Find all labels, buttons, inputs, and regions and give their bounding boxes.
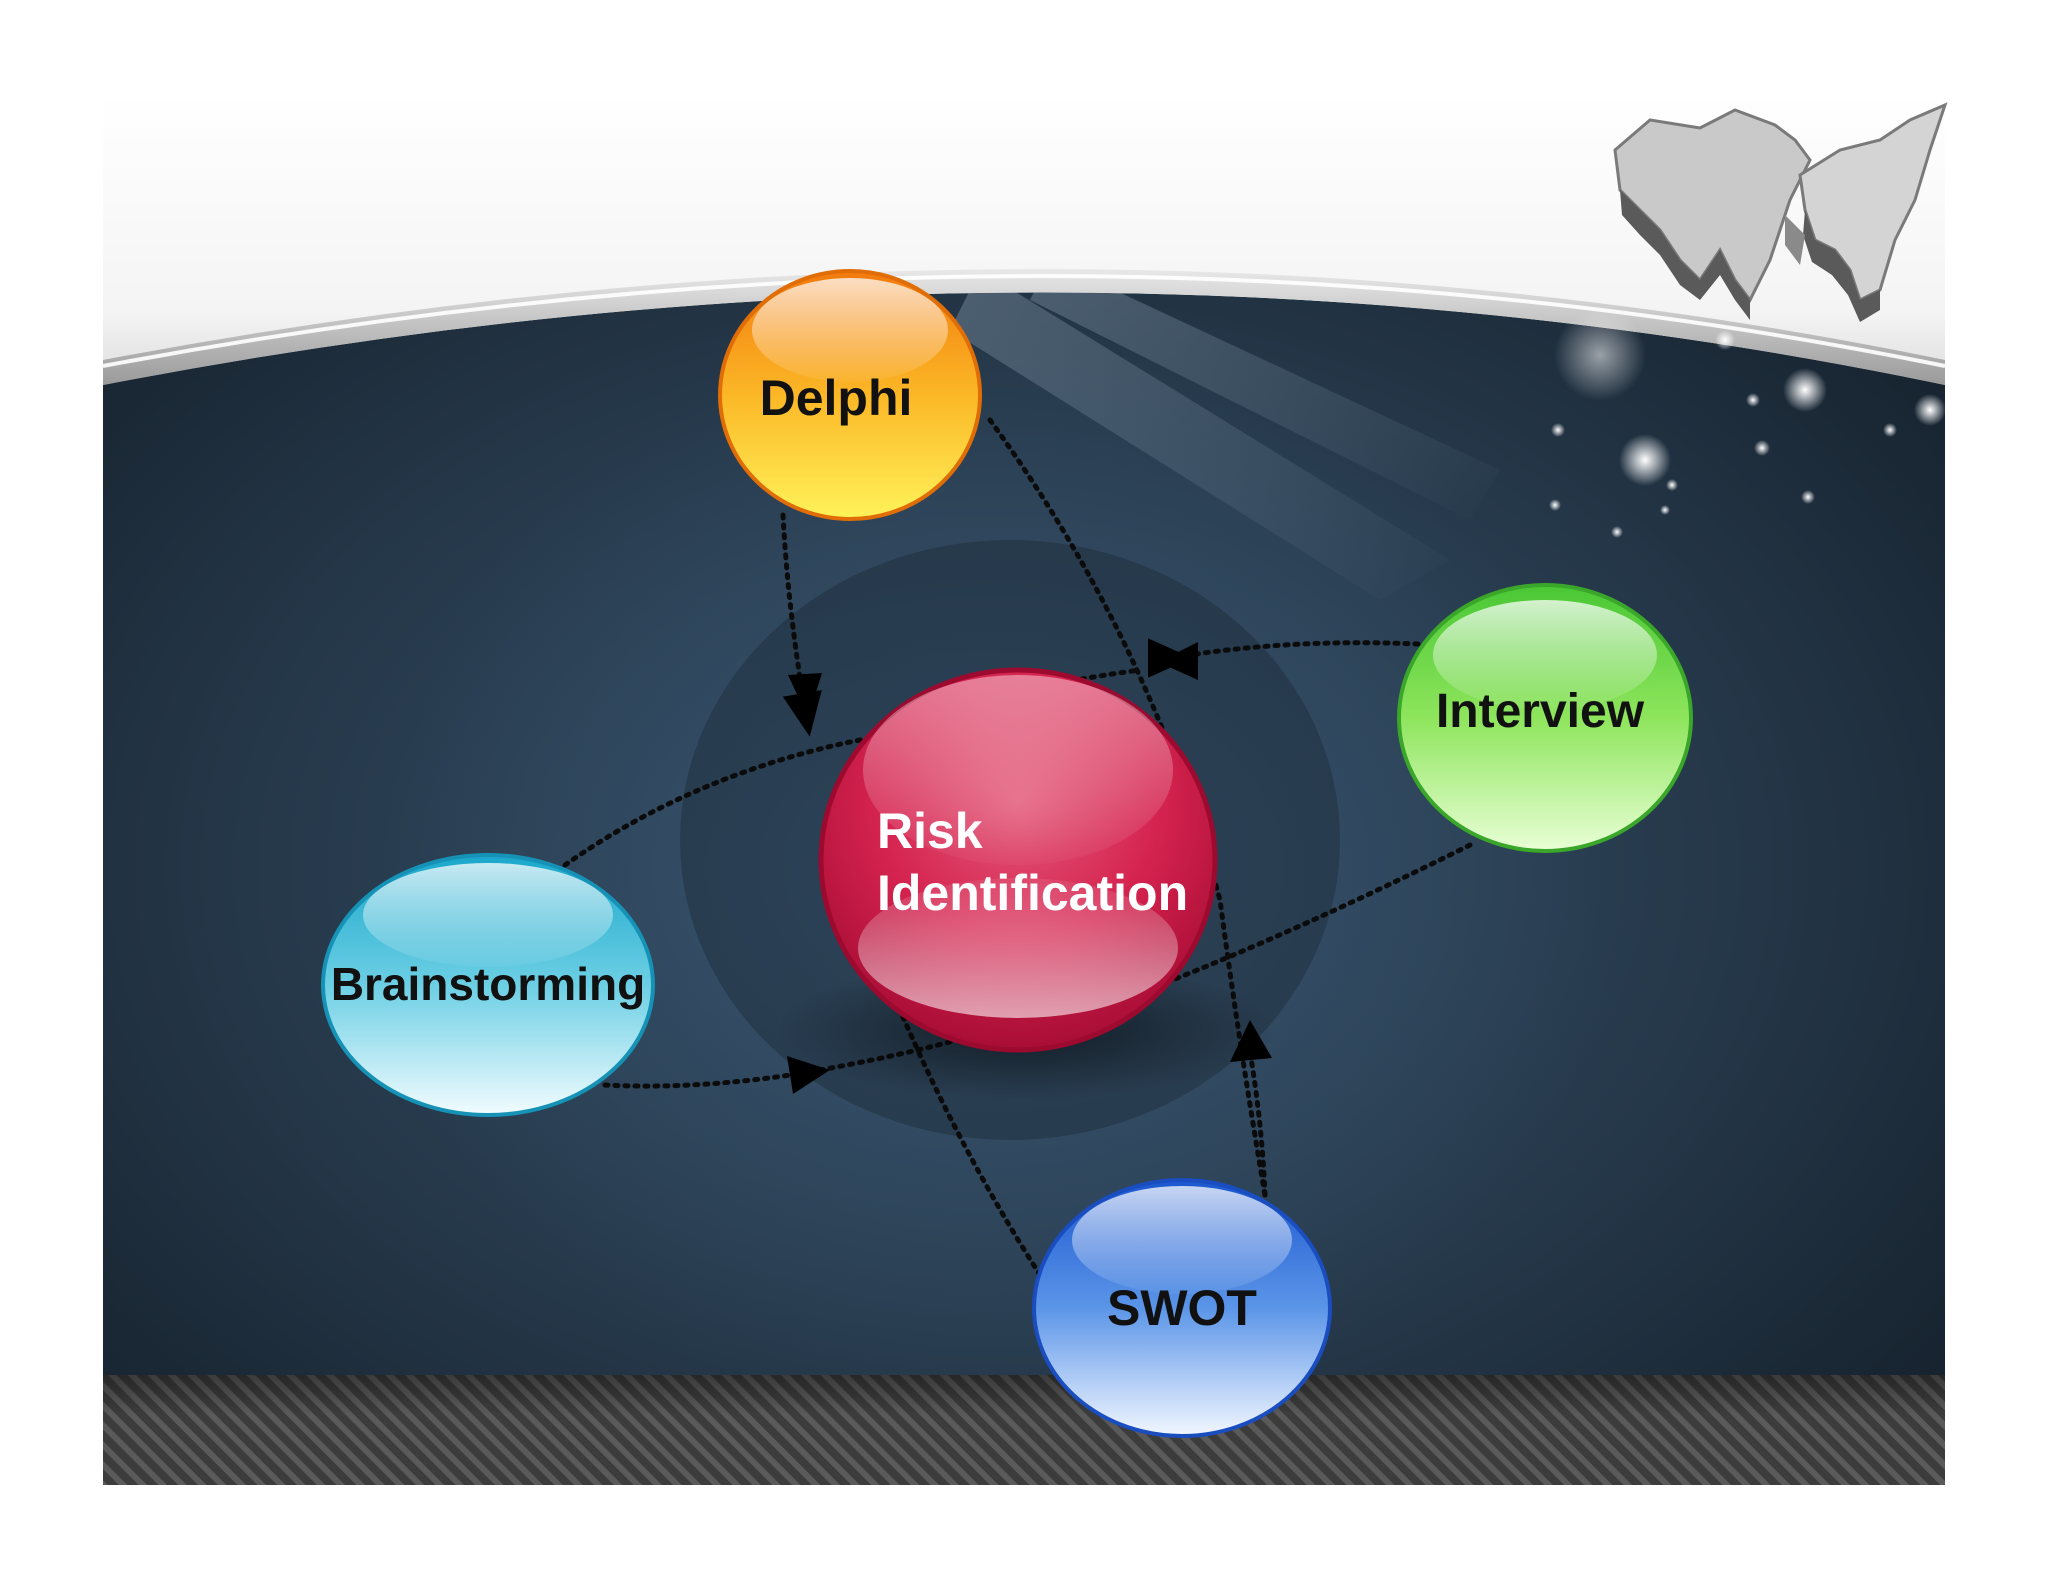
node-delphi-label: Delphi: [760, 370, 913, 426]
interview-center-lower: [1157, 842, 1473, 988]
node-interview[interactable]: Interview: [1397, 583, 1693, 853]
arrowhead-delphi: [788, 673, 822, 718]
node-brainstorming[interactable]: Brainstorming: [321, 853, 655, 1117]
delphi-to-center-arrow: [780, 512, 822, 737]
arrowhead-brainstorming: [787, 1056, 830, 1094]
brain-to-center-arrow: [602, 1069, 813, 1089]
light-sparkles: [1549, 309, 1946, 538]
node-risk-identification[interactable]: Risk Identification: [818, 667, 1218, 1053]
dark-panel: [103, 292, 1945, 1485]
center-label-line2: Identification: [877, 865, 1188, 921]
arrowhead-interview: [1158, 642, 1198, 680]
node-swot-label: SWOT: [1107, 1280, 1257, 1336]
node-brainstorming-label: Brainstorming: [331, 958, 645, 1010]
interview-to-center-arrow: [1157, 640, 1421, 663]
brain-center-upper: [562, 735, 873, 868]
node-delphi[interactable]: Delphi: [718, 269, 982, 521]
node-swot[interactable]: SWOT: [1032, 1178, 1332, 1438]
node-interview-label: Interview: [1436, 685, 1645, 738]
world-map-logo: [1613, 102, 1948, 322]
center-label-line1: Risk: [877, 803, 983, 859]
